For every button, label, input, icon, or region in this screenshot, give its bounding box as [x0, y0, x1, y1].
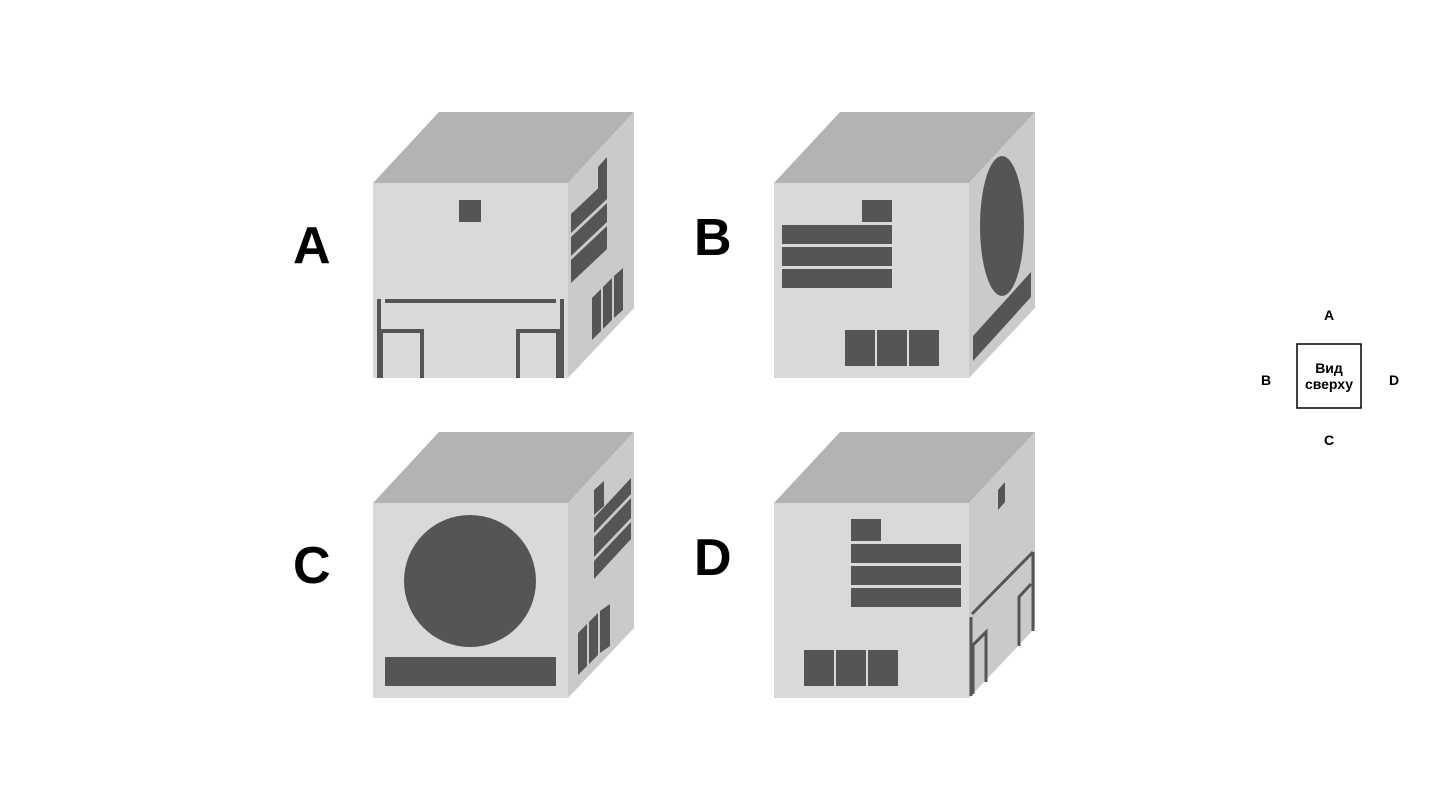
panel-b: B — [694, 112, 1035, 378]
cube-d — [774, 432, 1035, 698]
cube-d-front-stripe-3 — [851, 588, 961, 607]
cube-a-side-pane-3 — [614, 268, 623, 318]
cube-c — [373, 432, 634, 698]
cube-a-side-stripe-3 — [571, 226, 607, 283]
cube-a-top-face — [373, 112, 634, 183]
cube-b-top-face — [774, 112, 1035, 183]
compass-center-line2: сверху — [1305, 376, 1353, 392]
cube-b-side-oval — [980, 156, 1024, 296]
cube-d-side-doorframe-left — [971, 628, 988, 694]
cube-b-front-pane-2 — [877, 330, 907, 366]
panel-d-label: D — [694, 529, 732, 587]
cube-a-front-small-window — [459, 200, 481, 222]
cube-c-side-stripe-2 — [594, 498, 631, 557]
compass-label-top: A — [1324, 307, 1334, 323]
cube-c-side-pane-2 — [589, 613, 598, 664]
panel-d: D — [694, 432, 1035, 698]
cube-d-front-pane-3 — [868, 650, 898, 686]
cube-d-front-stripe-1 — [851, 544, 961, 563]
cube-b-front-small-window — [862, 200, 892, 222]
compass-center-line1: Вид — [1315, 360, 1343, 376]
panel-a: A — [293, 112, 634, 378]
cube-d-front-pane-2 — [836, 650, 866, 686]
cube-c-side-pane-1 — [578, 624, 587, 675]
cube-a-side-pane-2 — [603, 278, 612, 329]
cube-c-front-band — [385, 657, 556, 686]
cube-c-side-stripe-1 — [594, 478, 631, 533]
cube-b — [774, 112, 1035, 378]
cube-a-side-pane-1 — [592, 289, 601, 340]
cube-a-front-beam — [385, 299, 556, 303]
cube-d-top-face — [774, 432, 1035, 503]
cube-d-side-doorframe-right — [1017, 582, 1033, 646]
panel-c-label: C — [293, 537, 331, 595]
panel-c: C — [293, 432, 634, 698]
panel-b-label: B — [694, 209, 732, 267]
top-view-compass: A B D C Вид сверху — [1261, 307, 1399, 448]
cube-a-front-post-right — [560, 299, 564, 378]
cube-c-top-face — [373, 432, 634, 503]
panel-a-label: A — [293, 217, 331, 275]
cube-d-side-small-window — [998, 482, 1005, 510]
compass-label-bottom: C — [1324, 432, 1334, 448]
cube-d-side-beam — [970, 550, 1035, 616]
compass-label-left: B — [1261, 372, 1271, 388]
cube-a-front-doorframe-left — [379, 329, 424, 378]
cube-a — [373, 112, 634, 378]
cube-d-front-small-window — [851, 519, 881, 541]
cube-a-front-doorframe-right — [516, 329, 560, 378]
cube-b-front-pane-3 — [909, 330, 939, 366]
cube-d-front-pane-1 — [804, 650, 834, 686]
cube-b-side-band — [973, 272, 1031, 361]
cube-c-side-stripe-3 — [594, 522, 631, 579]
cube-c-side-small-window — [594, 481, 604, 515]
cube-b-front-pane-1 — [845, 330, 875, 366]
compass-label-right: D — [1389, 372, 1399, 388]
cube-a-side-stripe-2 — [571, 203, 607, 256]
cube-d-front-stripe-2 — [851, 566, 961, 585]
cube-c-front-circle — [404, 515, 536, 647]
cube-b-front-stripe-1 — [782, 225, 892, 244]
cube-b-front-stripe-2 — [782, 247, 892, 266]
compass-square — [1296, 343, 1362, 409]
cube-c-side-pane-3 — [600, 604, 610, 653]
cube-a-side-stripe-1 — [571, 180, 607, 233]
cube-b-front-stripe-3 — [782, 269, 892, 288]
